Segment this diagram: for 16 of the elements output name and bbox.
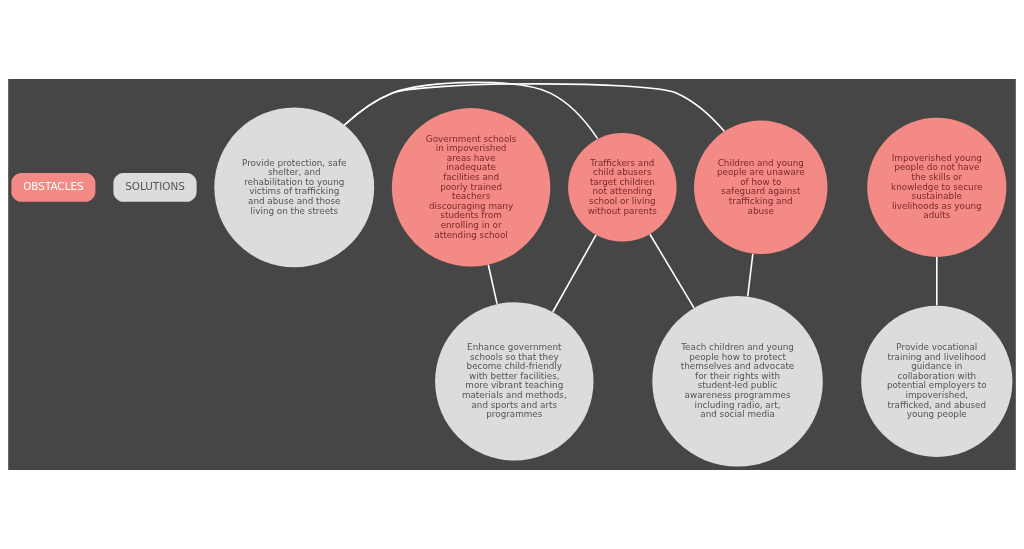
node-box: OBSTACLES	[11, 172, 96, 202]
node-circle: Impoverished young people do not have the skills or knowledge to secure sustainable livelihoods as young adults	[867, 117, 1007, 257]
node-circle: Enhance government schools so that they become child-friendly with better facilities, more vibrant teaching materials and methods, and sports and arts programmes	[435, 302, 594, 461]
node-circle: Teach children and young people how to protect themselves and advocate for their rights with student-led public awareness programmes including radio, art, and social media	[652, 296, 823, 467]
connector	[487, 263, 498, 305]
connector	[552, 234, 597, 313]
node-circle: Government schools in impoverished areas have inadequate facilities and poorly trained teachers discouraging many students from enrolling in or attending school	[391, 108, 551, 267]
node-circle: Provide protection, safe shelter, and rehabilitation to young victims of trafficking and abuse and those living on the streets	[214, 107, 375, 268]
connector	[343, 83, 726, 133]
node-circle: Traffickers and child abusers target children not attending school or living without parents	[568, 133, 677, 242]
connector	[746, 253, 754, 298]
connector	[649, 233, 695, 309]
connector	[936, 256, 938, 307]
node-box: SOLUTIONS	[113, 172, 197, 202]
node-circle: Provide vocational training and livelihood guidance in collaboration with potential employers to impoverished, trafficked, and abused young people	[861, 305, 1013, 457]
node-circle: Children and young people are unaware of how to safeguard against trafficking and abuse	[694, 120, 828, 255]
